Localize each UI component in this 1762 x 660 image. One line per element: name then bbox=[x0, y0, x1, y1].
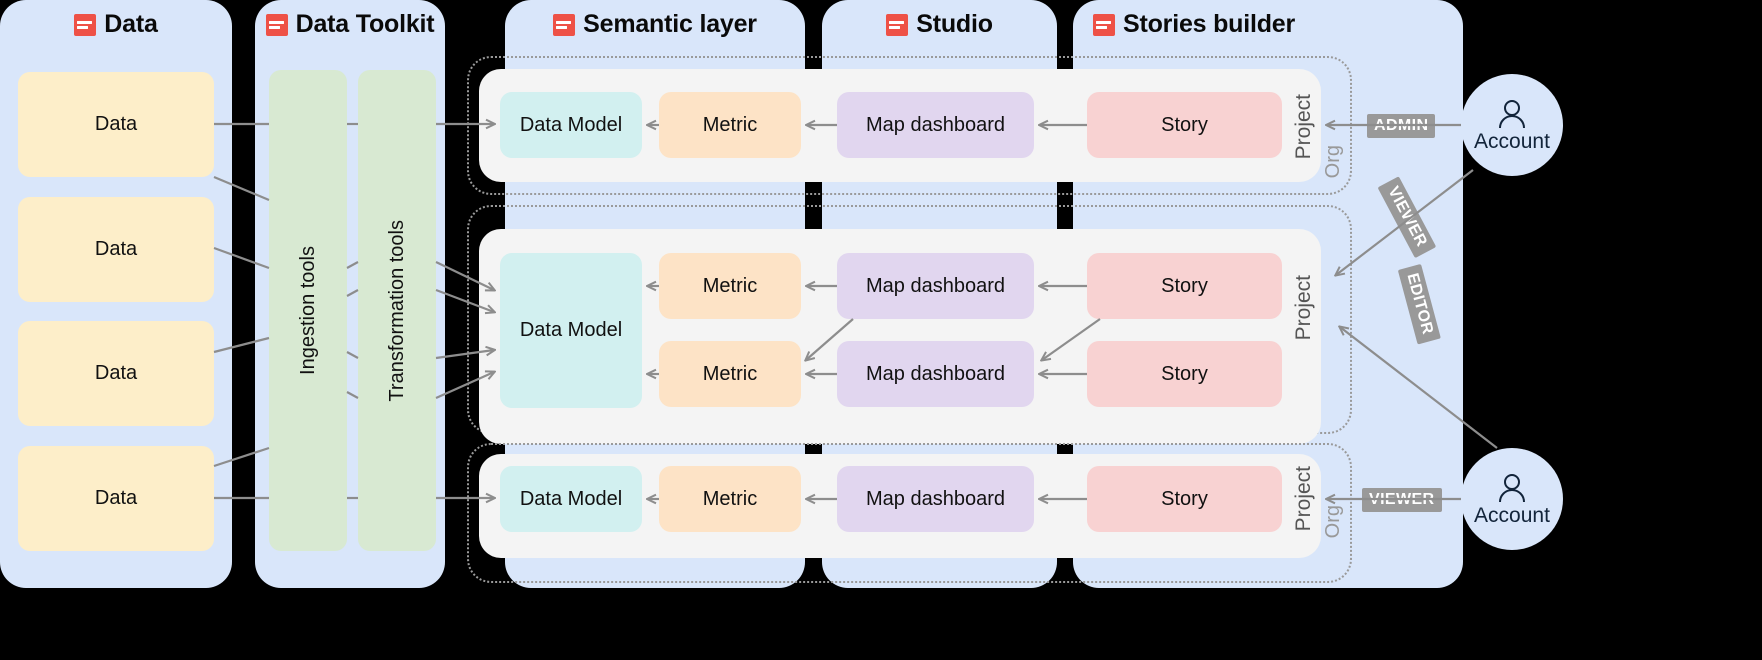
story-box[interactable]: Story bbox=[1087, 92, 1282, 158]
project-label-middle: Project bbox=[1292, 275, 1315, 341]
metric-box[interactable]: Metric bbox=[659, 253, 801, 319]
map-dashboard-box[interactable]: Map dashboard bbox=[837, 341, 1034, 407]
metric-box[interactable]: Metric bbox=[659, 341, 801, 407]
data-source-label: Data bbox=[94, 238, 138, 260]
story-label: Story bbox=[1161, 362, 1208, 385]
column-title-studio: Studio bbox=[822, 10, 1057, 39]
org-label-bottom: Org bbox=[1322, 505, 1344, 539]
account-bottom[interactable]: Account bbox=[1461, 448, 1563, 550]
data-source-box[interactable]: Data bbox=[18, 321, 214, 426]
story-label: Story bbox=[1161, 113, 1208, 136]
map-dashboard-box[interactable]: Map dashboard bbox=[837, 92, 1034, 158]
role-badge-viewer-bottom: VIEWER bbox=[1362, 488, 1442, 512]
clever-maps-logo-icon bbox=[74, 13, 97, 36]
data-model-label: Data Model bbox=[519, 487, 623, 510]
data-source-box[interactable]: Data bbox=[18, 72, 214, 177]
account-label: Account bbox=[1474, 503, 1550, 527]
ingestion-tools-label: Ingestion tools bbox=[296, 246, 319, 375]
data-source-box[interactable]: Data bbox=[18, 197, 214, 302]
clever-maps-logo-icon bbox=[1093, 13, 1115, 36]
metric-label: Metric bbox=[702, 362, 758, 385]
data-model-label: Data Model bbox=[519, 319, 623, 341]
story-box[interactable]: Story bbox=[1087, 466, 1282, 532]
data-source-label: Data bbox=[94, 362, 138, 384]
metric-label: Metric bbox=[702, 274, 758, 297]
column-title-semantic-layer: Semantic layer bbox=[505, 10, 805, 39]
map-dashboard-box[interactable]: Map dashboard bbox=[837, 466, 1034, 532]
transformation-tools-box[interactable]: Transformation tools bbox=[358, 70, 436, 551]
map-dashboard-label: Map dashboard bbox=[866, 113, 1005, 136]
metric-box[interactable]: Metric bbox=[659, 466, 801, 532]
data-model-label: Data Model bbox=[519, 113, 623, 136]
data-model-box[interactable]: Data Model bbox=[500, 466, 642, 532]
account-label: Account bbox=[1474, 129, 1550, 153]
transformation-tools-label: Transformation tools bbox=[385, 219, 408, 402]
data-source-label: Data bbox=[94, 113, 138, 135]
metric-label: Metric bbox=[702, 487, 758, 510]
data-source-label: Data bbox=[94, 487, 138, 509]
column-label-semantic-layer: Semantic layer bbox=[583, 10, 757, 38]
data-source-box[interactable]: Data bbox=[18, 446, 214, 551]
metric-label: Metric bbox=[702, 113, 758, 136]
column-label-stories-builder: Stories builder bbox=[1123, 10, 1296, 38]
map-dashboard-box[interactable]: Map dashboard bbox=[837, 253, 1034, 319]
ingestion-tools-box[interactable]: Ingestion tools bbox=[269, 70, 347, 551]
column-title-data: Data bbox=[0, 10, 232, 39]
map-dashboard-label: Map dashboard bbox=[866, 362, 1005, 385]
column-label-data: Data bbox=[104, 10, 158, 38]
story-box[interactable]: Story bbox=[1087, 253, 1282, 319]
map-dashboard-label: Map dashboard bbox=[866, 274, 1005, 297]
map-dashboard-label: Map dashboard bbox=[866, 487, 1005, 510]
story-box[interactable]: Story bbox=[1087, 341, 1282, 407]
project-label-top: Project bbox=[1292, 94, 1315, 160]
user-icon bbox=[1499, 473, 1525, 502]
data-model-box[interactable]: Data Model bbox=[500, 253, 642, 408]
account-top[interactable]: Account bbox=[1461, 74, 1563, 176]
org-label-top: Org bbox=[1322, 145, 1344, 179]
story-label: Story bbox=[1161, 487, 1208, 510]
data-model-box[interactable]: Data Model bbox=[500, 92, 642, 158]
clever-maps-logo-icon bbox=[886, 13, 909, 36]
project-label-bottom: Project bbox=[1292, 466, 1315, 532]
clever-maps-logo-icon bbox=[553, 13, 576, 36]
story-label: Story bbox=[1161, 274, 1208, 297]
user-icon bbox=[1499, 99, 1525, 128]
role-badge-admin: ADMIN bbox=[1367, 114, 1436, 138]
clever-maps-logo-icon bbox=[265, 13, 288, 36]
column-label-studio: Studio bbox=[916, 10, 993, 38]
column-title-data-toolkit: Data Toolkit bbox=[255, 10, 445, 39]
column-title-stories-builder: Stories builder bbox=[1073, 10, 1483, 39]
metric-box[interactable]: Metric bbox=[659, 92, 801, 158]
column-label-data-toolkit: Data Toolkit bbox=[295, 10, 435, 38]
